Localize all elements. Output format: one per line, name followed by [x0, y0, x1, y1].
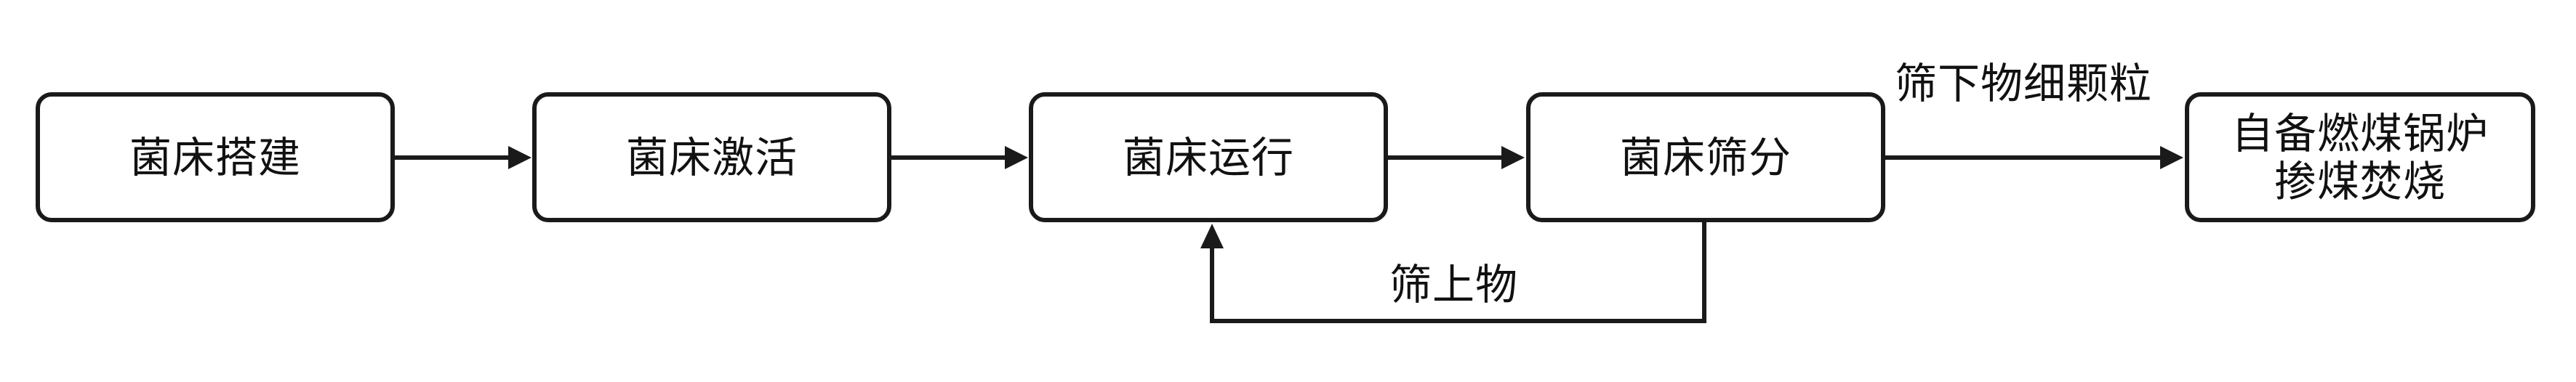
edge-label-screen-to-boiler: 筛下物细颗粒: [1895, 59, 2153, 108]
node-boiler-label: 自备燃煤锅炉 掺煤焚烧: [2231, 108, 2489, 206]
node-activate-label: 菌床激活: [625, 132, 798, 182]
node-boiler: 自备燃煤锅炉 掺煤焚烧: [2185, 92, 2535, 222]
arrowhead-activate-to-run: [1005, 146, 1028, 169]
node-run: 菌床运行: [1029, 92, 1388, 222]
node-screen: 菌床筛分: [1526, 92, 1885, 222]
arrowhead-run-to-screen: [1501, 146, 1525, 169]
edge-label-screen-to-run: 筛上物: [1389, 260, 1519, 309]
node-build: 菌床搭建: [36, 92, 395, 222]
node-build-label: 菌床搭建: [129, 132, 301, 182]
node-screen-label: 菌床筛分: [1619, 132, 1791, 182]
arrowhead-screen-to-boiler: [2160, 146, 2183, 169]
arrowhead-screen-to-run: [1200, 224, 1224, 248]
edge-screen-to-run: [1210, 222, 1706, 323]
arrowhead-build-to-activate: [508, 146, 531, 169]
node-run-label: 菌床运行: [1122, 132, 1294, 182]
node-activate: 菌床激活: [532, 92, 891, 222]
